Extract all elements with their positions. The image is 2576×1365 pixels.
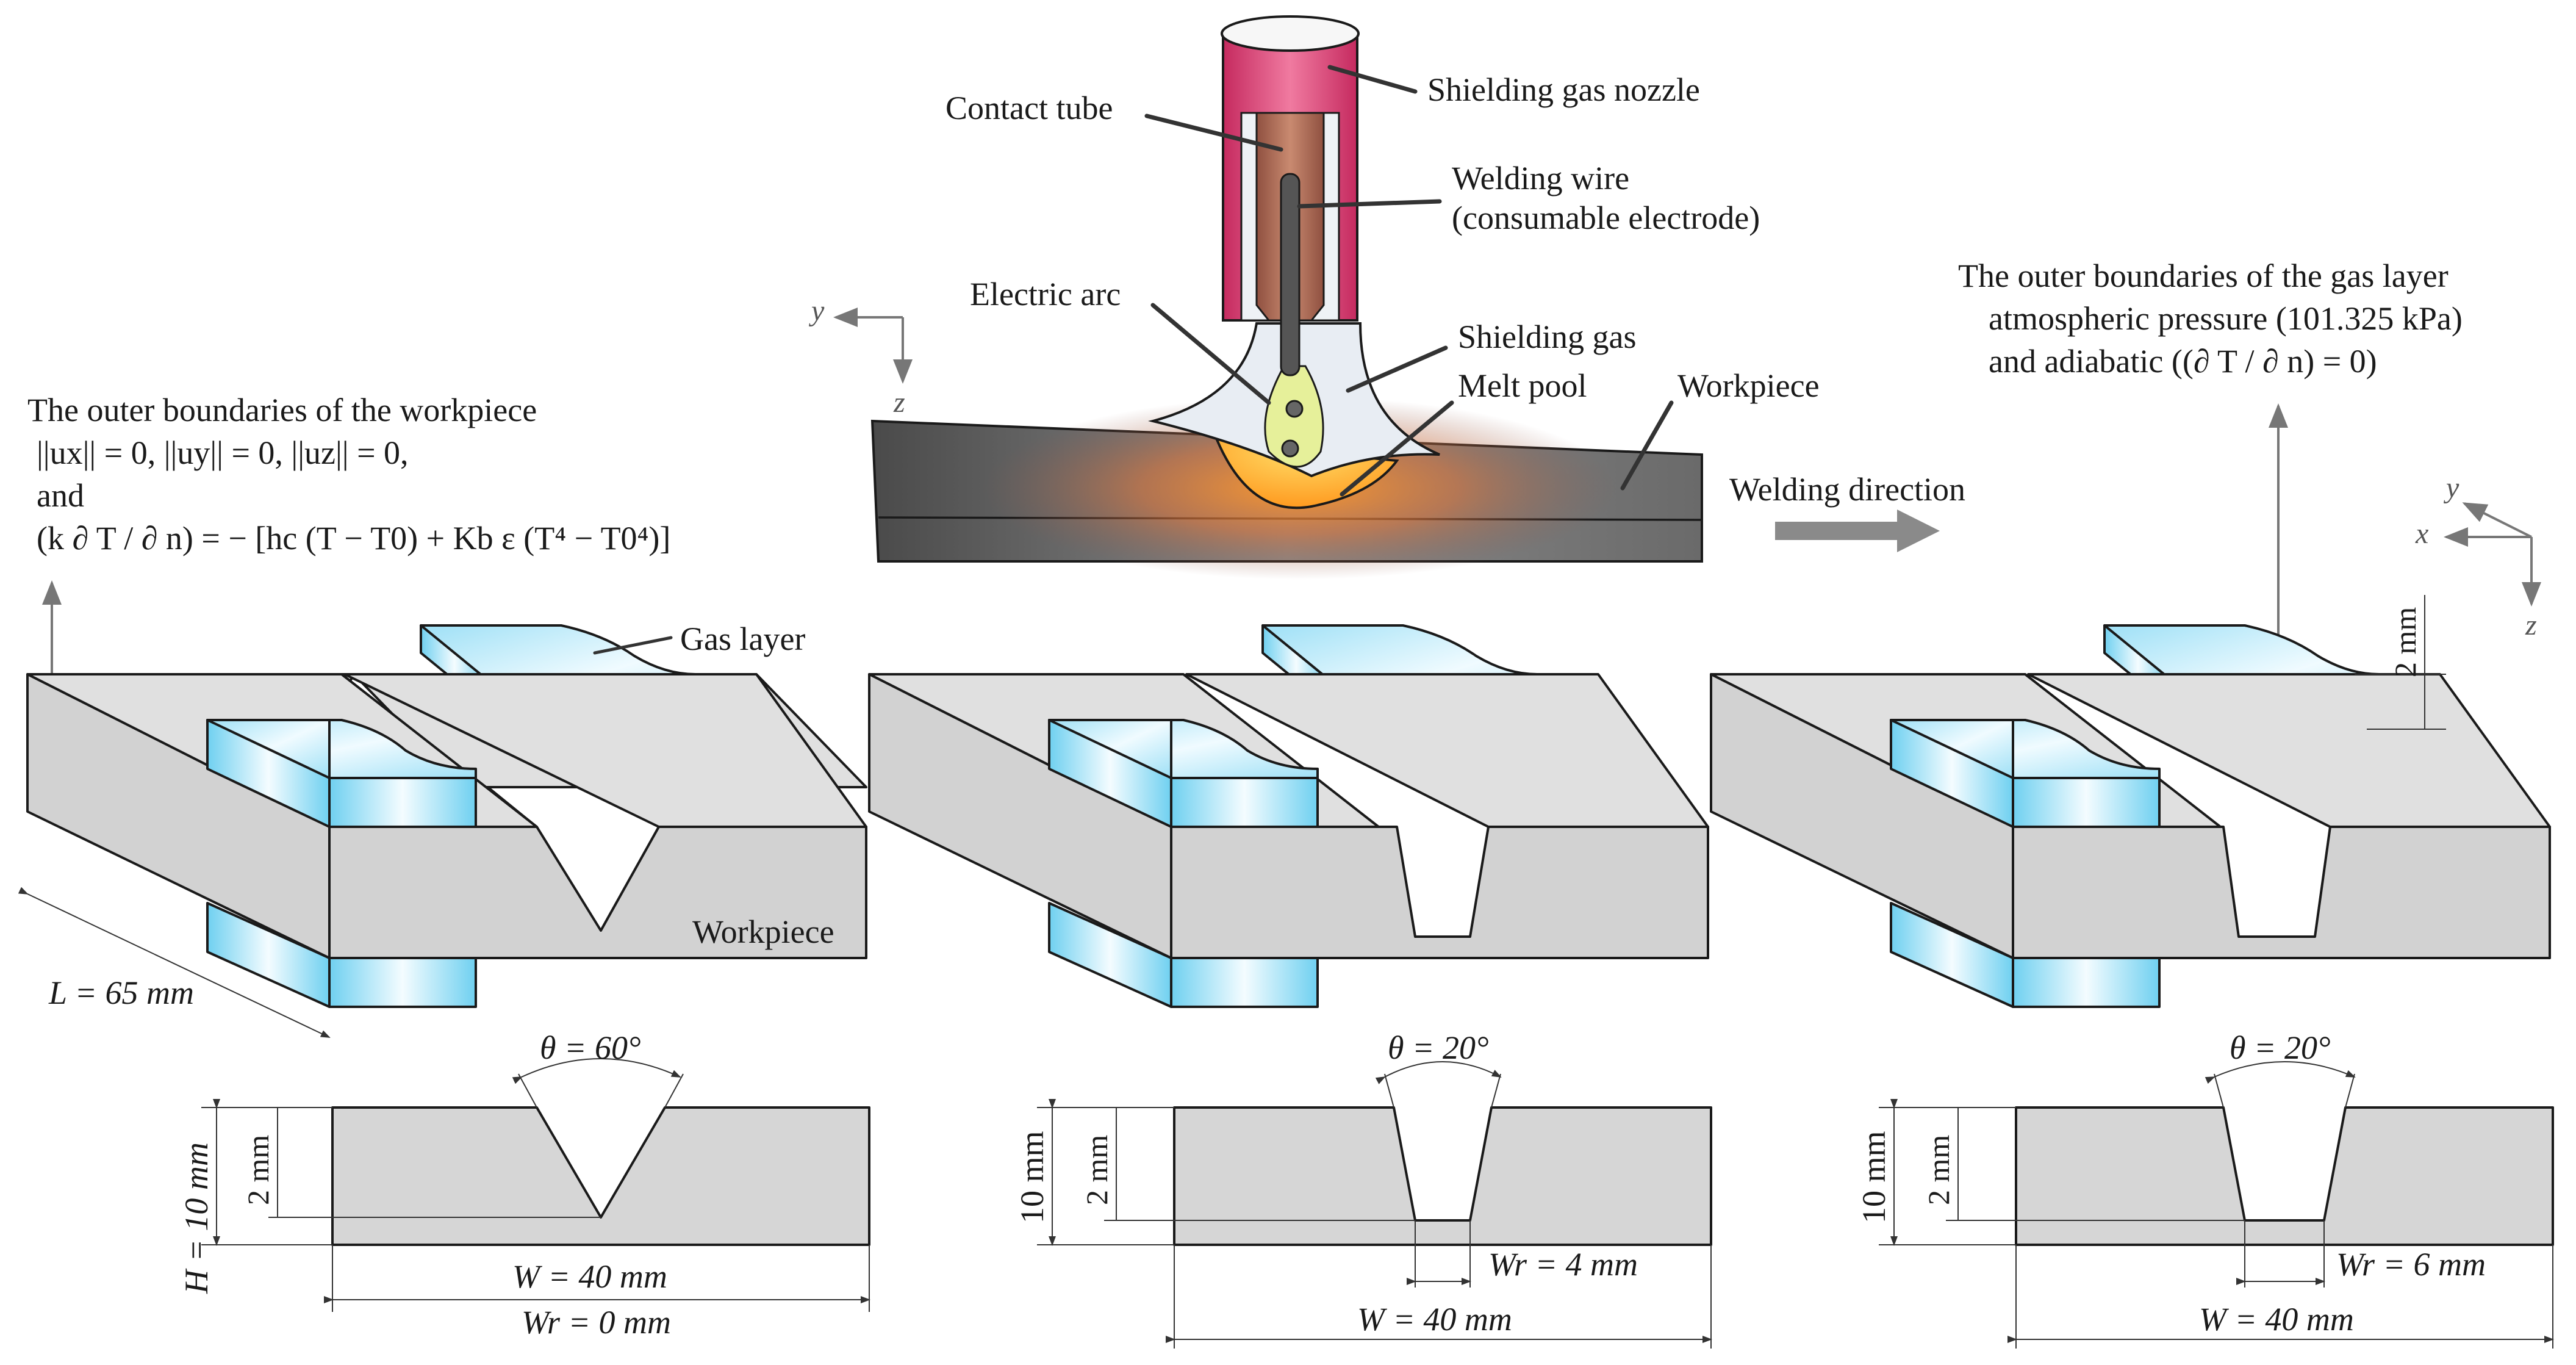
label-gas-height: 2 mm — [2388, 607, 2422, 677]
label-contact-tube: Contact tube — [945, 90, 1113, 126]
section-1-width: W = 40 mm — [512, 1258, 667, 1295]
label-workpiece-block: Workpiece — [692, 913, 834, 950]
workpiece-bc-line1: ||ux|| = 0, ||uy|| = 0, ||uz|| = 0, — [37, 434, 409, 471]
section-2-height: 10 mm — [1014, 1131, 1050, 1223]
label-welding-wire-sub: (consumable electrode) — [1452, 200, 1760, 236]
section-1: θ = 60° H = 10 mm 2 mm W = 40 mm Wr = 0 … — [178, 1029, 870, 1341]
label-welding-direction: Welding direction — [1729, 471, 1965, 508]
welding-wire — [1280, 173, 1301, 376]
axis-y-label: y — [2443, 472, 2459, 504]
label-melt-pool: Melt pool — [1458, 367, 1587, 404]
axis-z-label-torch: z — [893, 386, 905, 419]
section-1-depth: 2 mm — [241, 1135, 275, 1205]
gas-bc-line2: and adiabatic ((∂ T / ∂ n) = 0) — [1989, 343, 2377, 380]
gas-boundary-conditions: The outer boundaries of the gas layer at… — [1958, 258, 2463, 656]
block-axes: y x z — [2415, 472, 2541, 641]
gas-bc-title: The outer boundaries of the gas layer — [1958, 258, 2449, 294]
section-3-depth: 2 mm — [1921, 1135, 1956, 1205]
section-1-height: H = 10 mm — [178, 1142, 215, 1294]
section-1-root: Wr = 0 mm — [522, 1304, 671, 1341]
section-2-depth: 2 mm — [1080, 1135, 1114, 1205]
workpiece-bc-line3: (k ∂ T / ∂ n) = − [hc (T − T0) + Kb ε (T… — [37, 520, 670, 556]
block-3: 2 mm — [1710, 595, 2551, 1008]
block-1: Gas layer Workpiece L = 65 mm — [18, 621, 867, 1038]
label-workpiece-top: Workpiece — [1677, 367, 1820, 404]
axis-z-label: z — [2525, 609, 2537, 641]
section-2-root: Wr = 4 mm — [1488, 1246, 1638, 1283]
label-gas-layer: Gas layer — [680, 621, 805, 657]
label-length: L = 65 mm — [48, 974, 194, 1011]
section-1-angle: θ = 60° — [540, 1029, 641, 1066]
label-welding-wire: Welding wire — [1452, 160, 1629, 196]
torch-axes: y z — [808, 295, 913, 419]
section-3-width: W = 40 mm — [2199, 1301, 2354, 1338]
gas-bc-line1: atmospheric pressure (101.325 kPa) — [1989, 300, 2463, 337]
workpiece-bc-line2: and — [37, 477, 84, 514]
section-3-angle: θ = 20° — [2230, 1029, 2331, 1066]
block-2 — [868, 624, 1709, 1008]
welding-direction-arrow — [1775, 510, 1940, 552]
section-3-height: 10 mm — [1856, 1131, 1892, 1223]
label-shielding-gas-nozzle: Shielding gas nozzle — [1427, 71, 1700, 108]
axis-x-label: x — [2415, 517, 2428, 550]
label-shielding-gas: Shielding gas — [1458, 319, 1637, 355]
section-2-width: W = 40 mm — [1357, 1301, 1512, 1338]
section-2-angle: θ = 20° — [1388, 1029, 1489, 1066]
section-3-root: Wr = 6 mm — [2336, 1246, 2486, 1283]
label-electric-arc: Electric arc — [970, 276, 1121, 312]
section-3: θ = 20° 10 mm 2 mm Wr = 6 mm W = 40 mm — [1856, 1029, 2554, 1349]
workpiece-bc-title: The outer boundaries of the workpiece — [27, 392, 537, 428]
section-2: θ = 20° 10 mm 2 mm Wr = 4 mm W = 40 mm — [1014, 1029, 1712, 1349]
welding-torch: Shielding gas nozzle Contact tube Weldin… — [808, 15, 1965, 580]
axis-y-label-torch: y — [808, 295, 825, 327]
